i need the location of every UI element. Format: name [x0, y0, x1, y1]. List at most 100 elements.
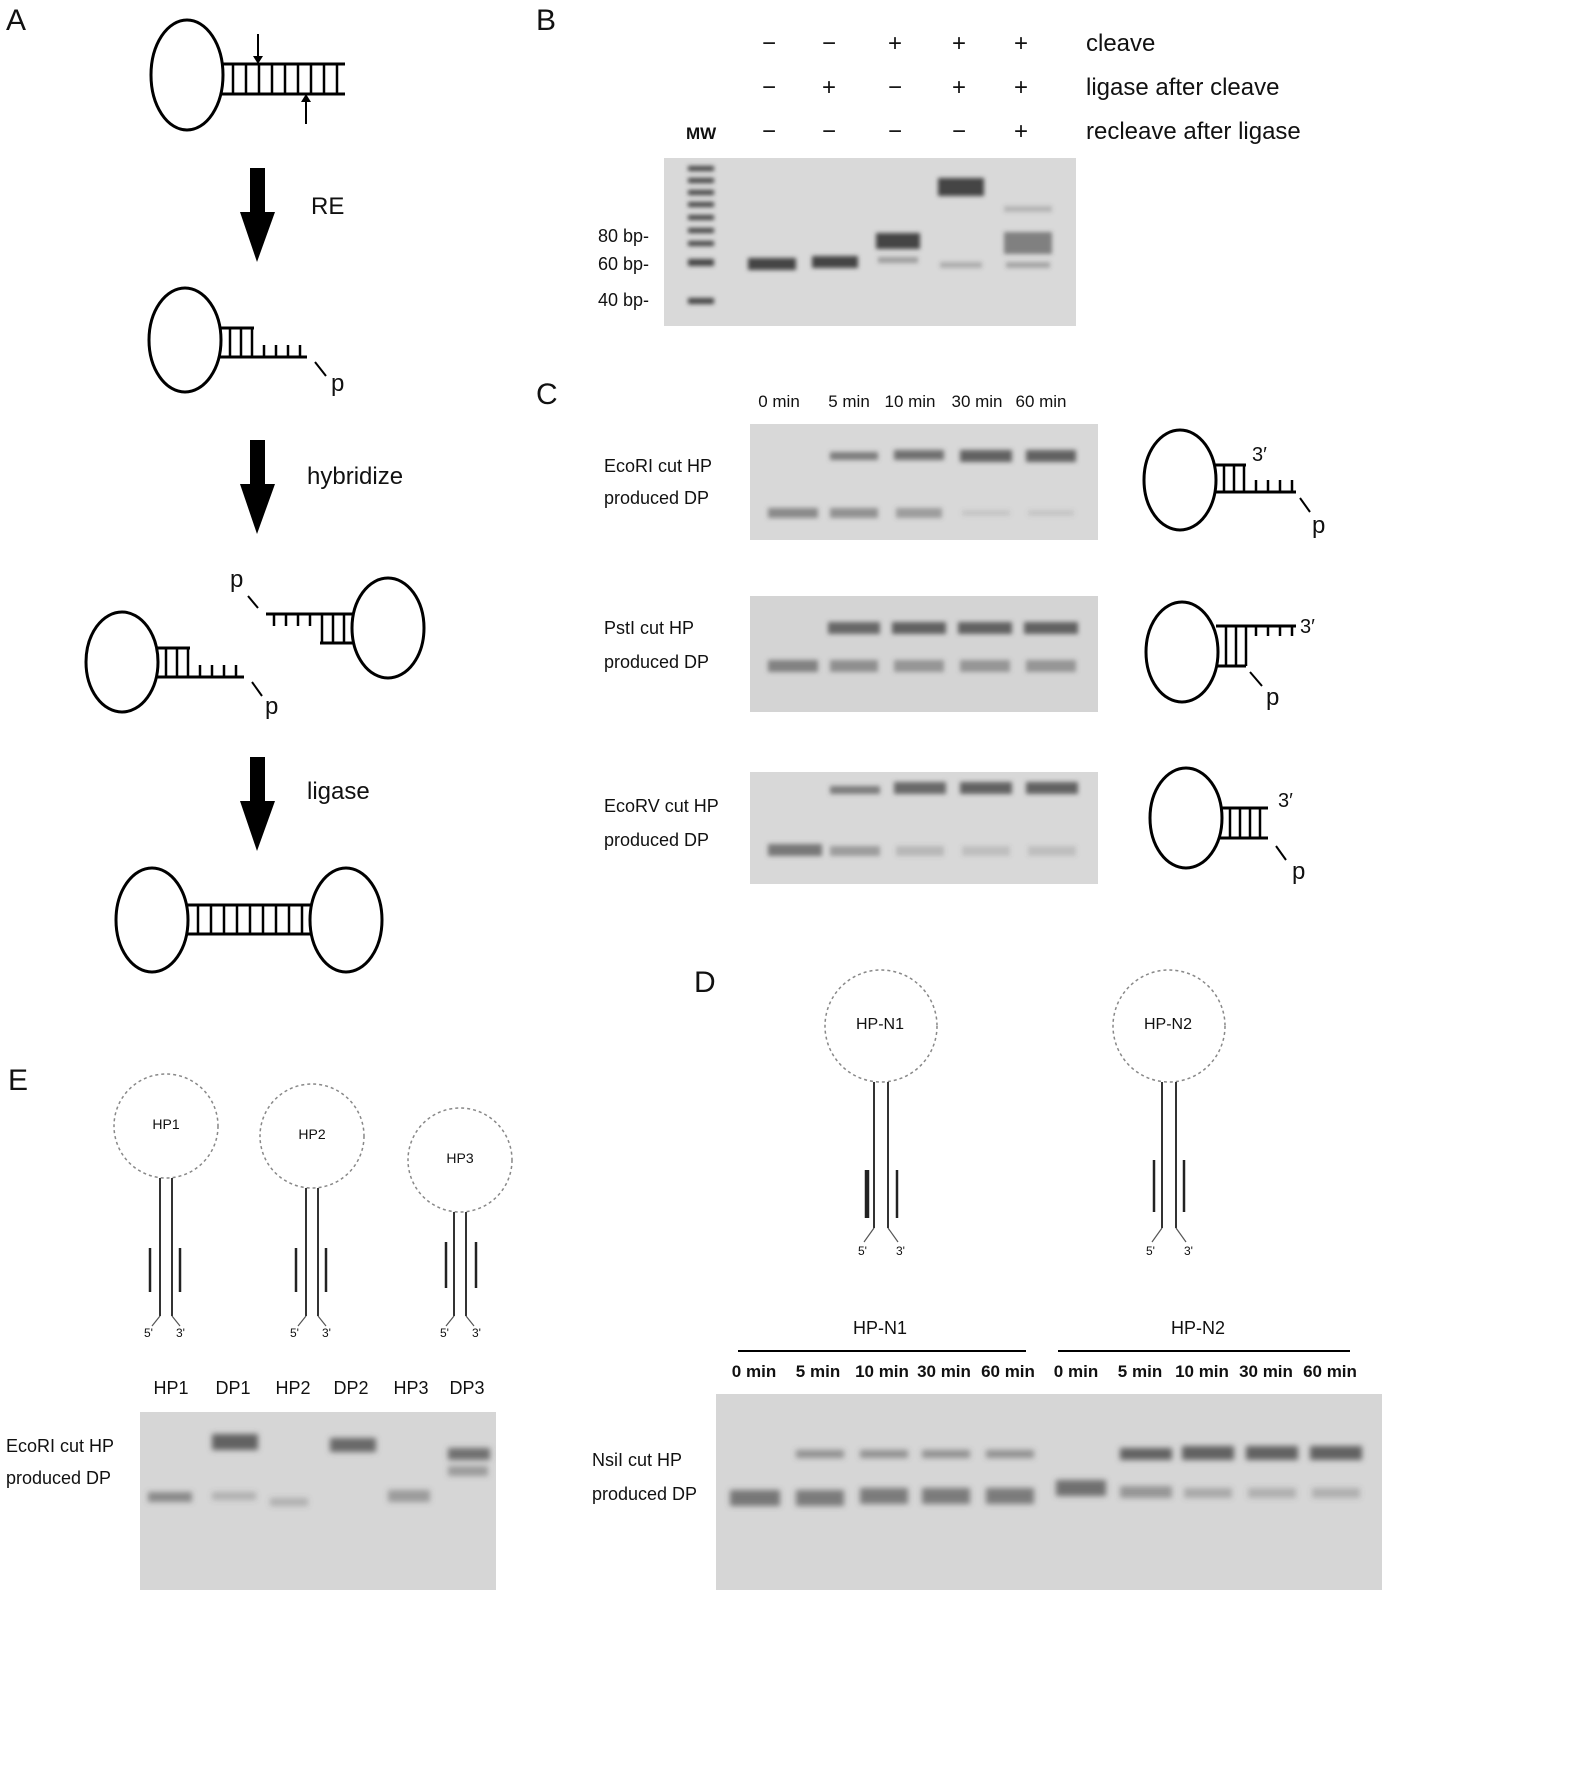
sign: + [951, 74, 966, 101]
sign: + [951, 30, 966, 57]
three-prime-label: 3' [176, 1326, 185, 1340]
phosphate-label: p [1292, 858, 1306, 885]
gel-b [664, 158, 1076, 326]
lane-label: DP1 [215, 1378, 251, 1398]
panel-e-label: E [8, 1064, 29, 1097]
gel-c-ecori [750, 424, 1098, 540]
sign: − [761, 30, 776, 57]
sign: − [821, 118, 836, 145]
group-label-hp-n2: HP-N2 [1170, 1318, 1225, 1338]
time-label: 30 min [1239, 1362, 1293, 1381]
time-label: 10 min [1175, 1362, 1229, 1381]
gel-c2-label-2: produced DP [604, 652, 710, 672]
panel-b-label: B [536, 4, 557, 37]
five-prime-label: 5' [440, 1326, 449, 1340]
time-label: 60 min [981, 1362, 1035, 1381]
time-label: 5 min [828, 392, 870, 411]
lane-header: HP1 DP1 HP2 DP2 HP3 DP3 [140, 1378, 510, 1404]
sign: + [1013, 30, 1028, 57]
phosphate-label: p [265, 693, 279, 720]
gel-c3-label-1: EcoRV cut HP [604, 796, 719, 816]
panel-a-label: A [6, 4, 27, 37]
gel-d [716, 1394, 1382, 1590]
five-prime-label: 5' [858, 1244, 867, 1258]
gel-c1-label-1: EcoRI cut HP [604, 456, 713, 476]
lane-label: HP2 [275, 1378, 311, 1398]
sign: + [1013, 118, 1028, 145]
hairpin-label-hp2: HP2 [298, 1126, 326, 1142]
group-bracket-hp-n2 [1058, 1350, 1350, 1352]
sign: − [887, 74, 902, 101]
panel-d-hairpins [824, 969, 1226, 1243]
time-label: 30 min [951, 392, 1003, 411]
lane-label: DP3 [449, 1378, 485, 1398]
gel-e [140, 1412, 496, 1590]
sign: − [887, 118, 902, 145]
step-re-label: RE [311, 193, 345, 220]
time-label: 0 min [731, 1362, 777, 1381]
gel-d-label-2: produced DP [592, 1484, 698, 1504]
step-ligase-label: ligase [307, 778, 370, 805]
hairpin-label-hp-n1: HP-N1 [855, 1016, 904, 1033]
group-bracket-hp-n1 [738, 1350, 1026, 1352]
hairpin-label-hp1: HP1 [152, 1116, 180, 1132]
time-label: 10 min [884, 392, 936, 411]
row-label-ligase: ligase after cleave [1086, 74, 1280, 101]
time-header: 0 min 5 min 10 min 30 min 60 min 0 min 5… [720, 1362, 1370, 1386]
sign: − [761, 74, 776, 101]
phosphate-label: p [1312, 512, 1326, 539]
panel-c-label: C [536, 378, 558, 411]
time-label: 0 min [1053, 1362, 1099, 1381]
gel-c-ecorv [750, 772, 1098, 884]
phosphate-label: p [331, 370, 345, 397]
time-label: 60 min [1015, 392, 1067, 411]
sign: − [821, 30, 836, 57]
row-label-cleave: cleave [1086, 30, 1156, 57]
panel-e-hairpins [113, 1073, 513, 1327]
marker-60bp: 60 bp- [598, 254, 650, 274]
time-label: 0 min [758, 392, 800, 411]
time-header: 0 min 5 min 10 min 30 min 60 min [740, 392, 1100, 416]
phosphate-label: p [1266, 684, 1280, 711]
sign: + [821, 74, 836, 101]
mw-label: MW [686, 124, 717, 143]
three-prime-label: 3' [322, 1326, 331, 1340]
time-label: 5 min [1117, 1362, 1163, 1381]
sign: − [951, 118, 966, 145]
phosphate-label: p [230, 566, 244, 593]
panel-c-schematics [1142, 428, 1311, 870]
time-label: 60 min [1303, 1362, 1357, 1381]
time-label: 30 min [917, 1362, 971, 1381]
lane-label: HP1 [153, 1378, 189, 1398]
marker-40bp: 40 bp- [598, 290, 650, 310]
row-label-recleave: recleave after ligase [1086, 118, 1301, 145]
step-hybridize-label: hybridize [307, 463, 404, 490]
hairpin-label-hp3: HP3 [446, 1150, 474, 1166]
marker-80bp: 80 bp- [598, 226, 650, 246]
lane-label: DP2 [333, 1378, 369, 1398]
sign: + [887, 30, 902, 57]
three-prime-label: 3′ [1252, 444, 1267, 466]
gel-c2-label-1: PstI cut HP [604, 618, 695, 638]
time-label: 5 min [795, 1362, 841, 1381]
five-prime-label: 5' [144, 1326, 153, 1340]
gel-c1-label-2: produced DP [604, 488, 710, 508]
sign: + [1013, 74, 1028, 101]
gel-d-label-1: NsiI cut HP [592, 1450, 683, 1470]
gel-e-label-2: produced DP [6, 1468, 112, 1488]
sign: − [761, 118, 776, 145]
panel-d-label: D [694, 966, 716, 999]
time-label: 10 min [855, 1362, 909, 1381]
condition-table: − − + + + − + − + + − − − − + cleave lig… [740, 28, 1560, 158]
lane-label: HP3 [393, 1378, 429, 1398]
five-prime-label: 5' [1146, 1244, 1155, 1258]
panel-a-schematic [84, 18, 426, 974]
gel-c-psti [750, 596, 1098, 712]
hairpin-label-hp-n2: HP-N2 [1143, 1016, 1192, 1033]
three-prime-label: 3' [896, 1244, 905, 1258]
three-prime-label: 3' [472, 1326, 481, 1340]
gel-c3-label-2: produced DP [604, 830, 710, 850]
gel-e-label-1: EcoRI cut HP [6, 1436, 115, 1456]
three-prime-label: 3′ [1300, 616, 1315, 638]
three-prime-label: 3' [1184, 1244, 1193, 1258]
